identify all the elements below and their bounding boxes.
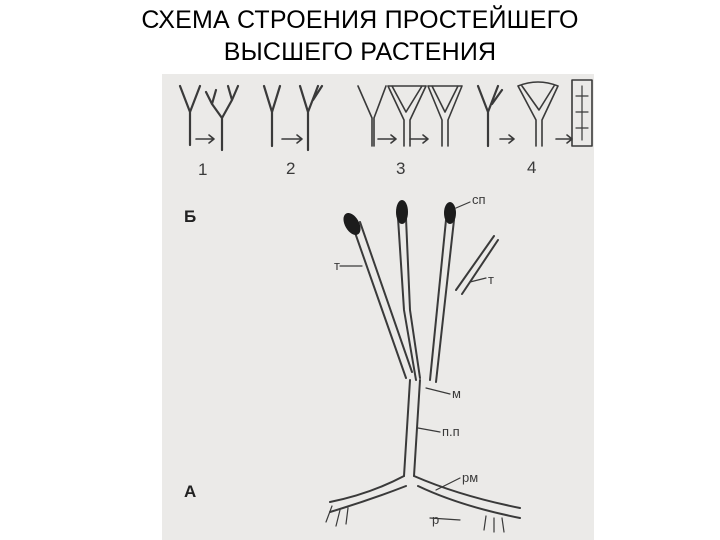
sporangium-right: [444, 202, 456, 224]
sporangium-middle: [396, 200, 408, 224]
label-rhizome: рм: [462, 470, 478, 485]
slide-title-line-1: СХЕМА СТРОЕНИЯ ПРОСТЕЙШЕГО: [141, 6, 579, 34]
label-mesome: м: [452, 386, 461, 401]
evolution-stage-3: [357, 85, 463, 147]
stage-number-1: 1: [198, 160, 207, 179]
figure-scan: [162, 74, 594, 540]
sporangium-left: [343, 213, 361, 235]
stage-arrows: [195, 134, 573, 144]
section-label-a: А: [184, 482, 196, 501]
evolution-stage-1: [178, 84, 240, 152]
plant-body: [325, 217, 521, 533]
label-sporangium: сп: [472, 192, 486, 207]
sporangia: [343, 200, 456, 235]
evolution-stage-2: [262, 84, 324, 152]
label-telome-right: т: [488, 272, 494, 287]
label-pointers: [339, 201, 487, 521]
evolution-stage-4: [476, 79, 593, 148]
section-label-b: Б: [184, 207, 196, 226]
stage-number-4: 4: [527, 158, 536, 177]
stage-number-3: 3: [396, 159, 405, 178]
label-conducting-bundle: п.п: [442, 424, 460, 439]
label-telome-left: т: [334, 258, 340, 273]
stage-number-2: 2: [286, 159, 295, 178]
label-rhizoids: р: [432, 512, 439, 527]
slide-title-line-2: ВЫСШЕГО РАСТЕНИЯ: [223, 38, 497, 66]
